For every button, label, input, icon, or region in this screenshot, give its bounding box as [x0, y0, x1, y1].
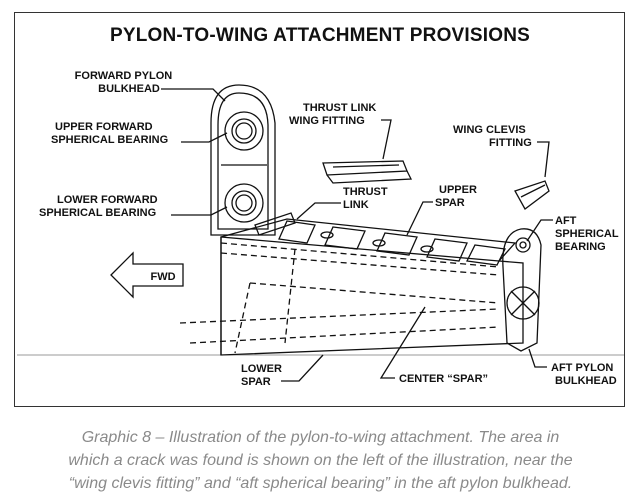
leader-aft-spherical-bearing	[526, 219, 553, 242]
label-lower-spar: LOWER SPAR	[241, 363, 285, 388]
label-aft-pylon-bulkhead: AFT PYLON BULKHEAD	[551, 362, 617, 387]
leader-center-spar	[379, 306, 426, 379]
label-upper-spar: UPPER SPAR	[435, 184, 480, 209]
pylon-diagram: PYLON-TO-WING ATTACHMENT PROVISIONS	[17, 25, 624, 388]
caption-line-1: Graphic 8 – Illustration of the pylon-to…	[81, 429, 560, 446]
leader-forward-pylon-bulkhead	[161, 88, 226, 102]
caption-line-3: “wing clevis fitting” and “aft spherical…	[68, 475, 573, 492]
label-wing-clevis-fitting: WING CLEVIS FITTING	[453, 124, 532, 149]
aft-pylon-bulkhead	[502, 228, 542, 352]
thrust-link-wing-fitting	[322, 160, 413, 184]
diagram-title: PYLON-TO-WING ATTACHMENT PROVISIONS	[110, 25, 530, 46]
label-thrust-link: THRUST LINK	[343, 186, 391, 211]
leader-wing-clevis-fitting	[537, 141, 550, 178]
leader-lower-spar	[281, 354, 324, 382]
label-upper-forward-spherical-bearing: UPPER FORWARD SPHERICAL BEARING	[51, 121, 168, 146]
label-forward-pylon-bulkhead: FORWARD PYLON BULKHEAD	[75, 70, 176, 95]
fwd-arrow: FWD	[110, 251, 184, 299]
lower-forward-bearing	[224, 183, 264, 223]
label-lower-forward-spherical-bearing: LOWER FORWARD SPHERICAL BEARING	[39, 194, 161, 219]
beam-hole	[420, 245, 434, 253]
figure-caption: Graphic 8 – Illustration of the pylon-to…	[0, 426, 641, 495]
leader-lower-forward-bearing	[171, 206, 228, 216]
upper-spar-beams	[278, 220, 506, 266]
thrust-link	[254, 212, 296, 236]
caption-line-2: which a crack was found is shown on the …	[68, 452, 573, 469]
leader-upper-forward-bearing	[181, 132, 228, 143]
leader-thrust-link	[296, 202, 341, 220]
leader-upper-spar	[406, 201, 433, 236]
forward-pylon-bulkhead	[210, 84, 276, 236]
label-aft-spherical-bearing: AFT SPHERICAL BEARING	[555, 215, 621, 253]
beam-hole	[320, 231, 334, 239]
center-spar-line	[249, 282, 500, 304]
fwd-arrow-label: FWD	[150, 271, 175, 283]
leader-thrust-link-wing-fitting	[381, 119, 392, 160]
wing-clevis-fitting	[514, 180, 550, 210]
aft-spherical-bearing	[515, 237, 531, 253]
label-thrust-link-wing-fitting: THRUST LINK WING FITTING	[289, 102, 379, 127]
upper-forward-bearing	[224, 111, 264, 151]
diagram-frame: PYLON-TO-WING ATTACHMENT PROVISIONS	[14, 12, 625, 407]
pylon-box	[179, 218, 524, 356]
upper-spar-line	[220, 242, 500, 268]
leader-aft-pylon-bulkhead	[528, 348, 547, 368]
label-center-spar: CENTER “SPAR”	[399, 373, 488, 385]
beam-hole	[372, 239, 386, 247]
